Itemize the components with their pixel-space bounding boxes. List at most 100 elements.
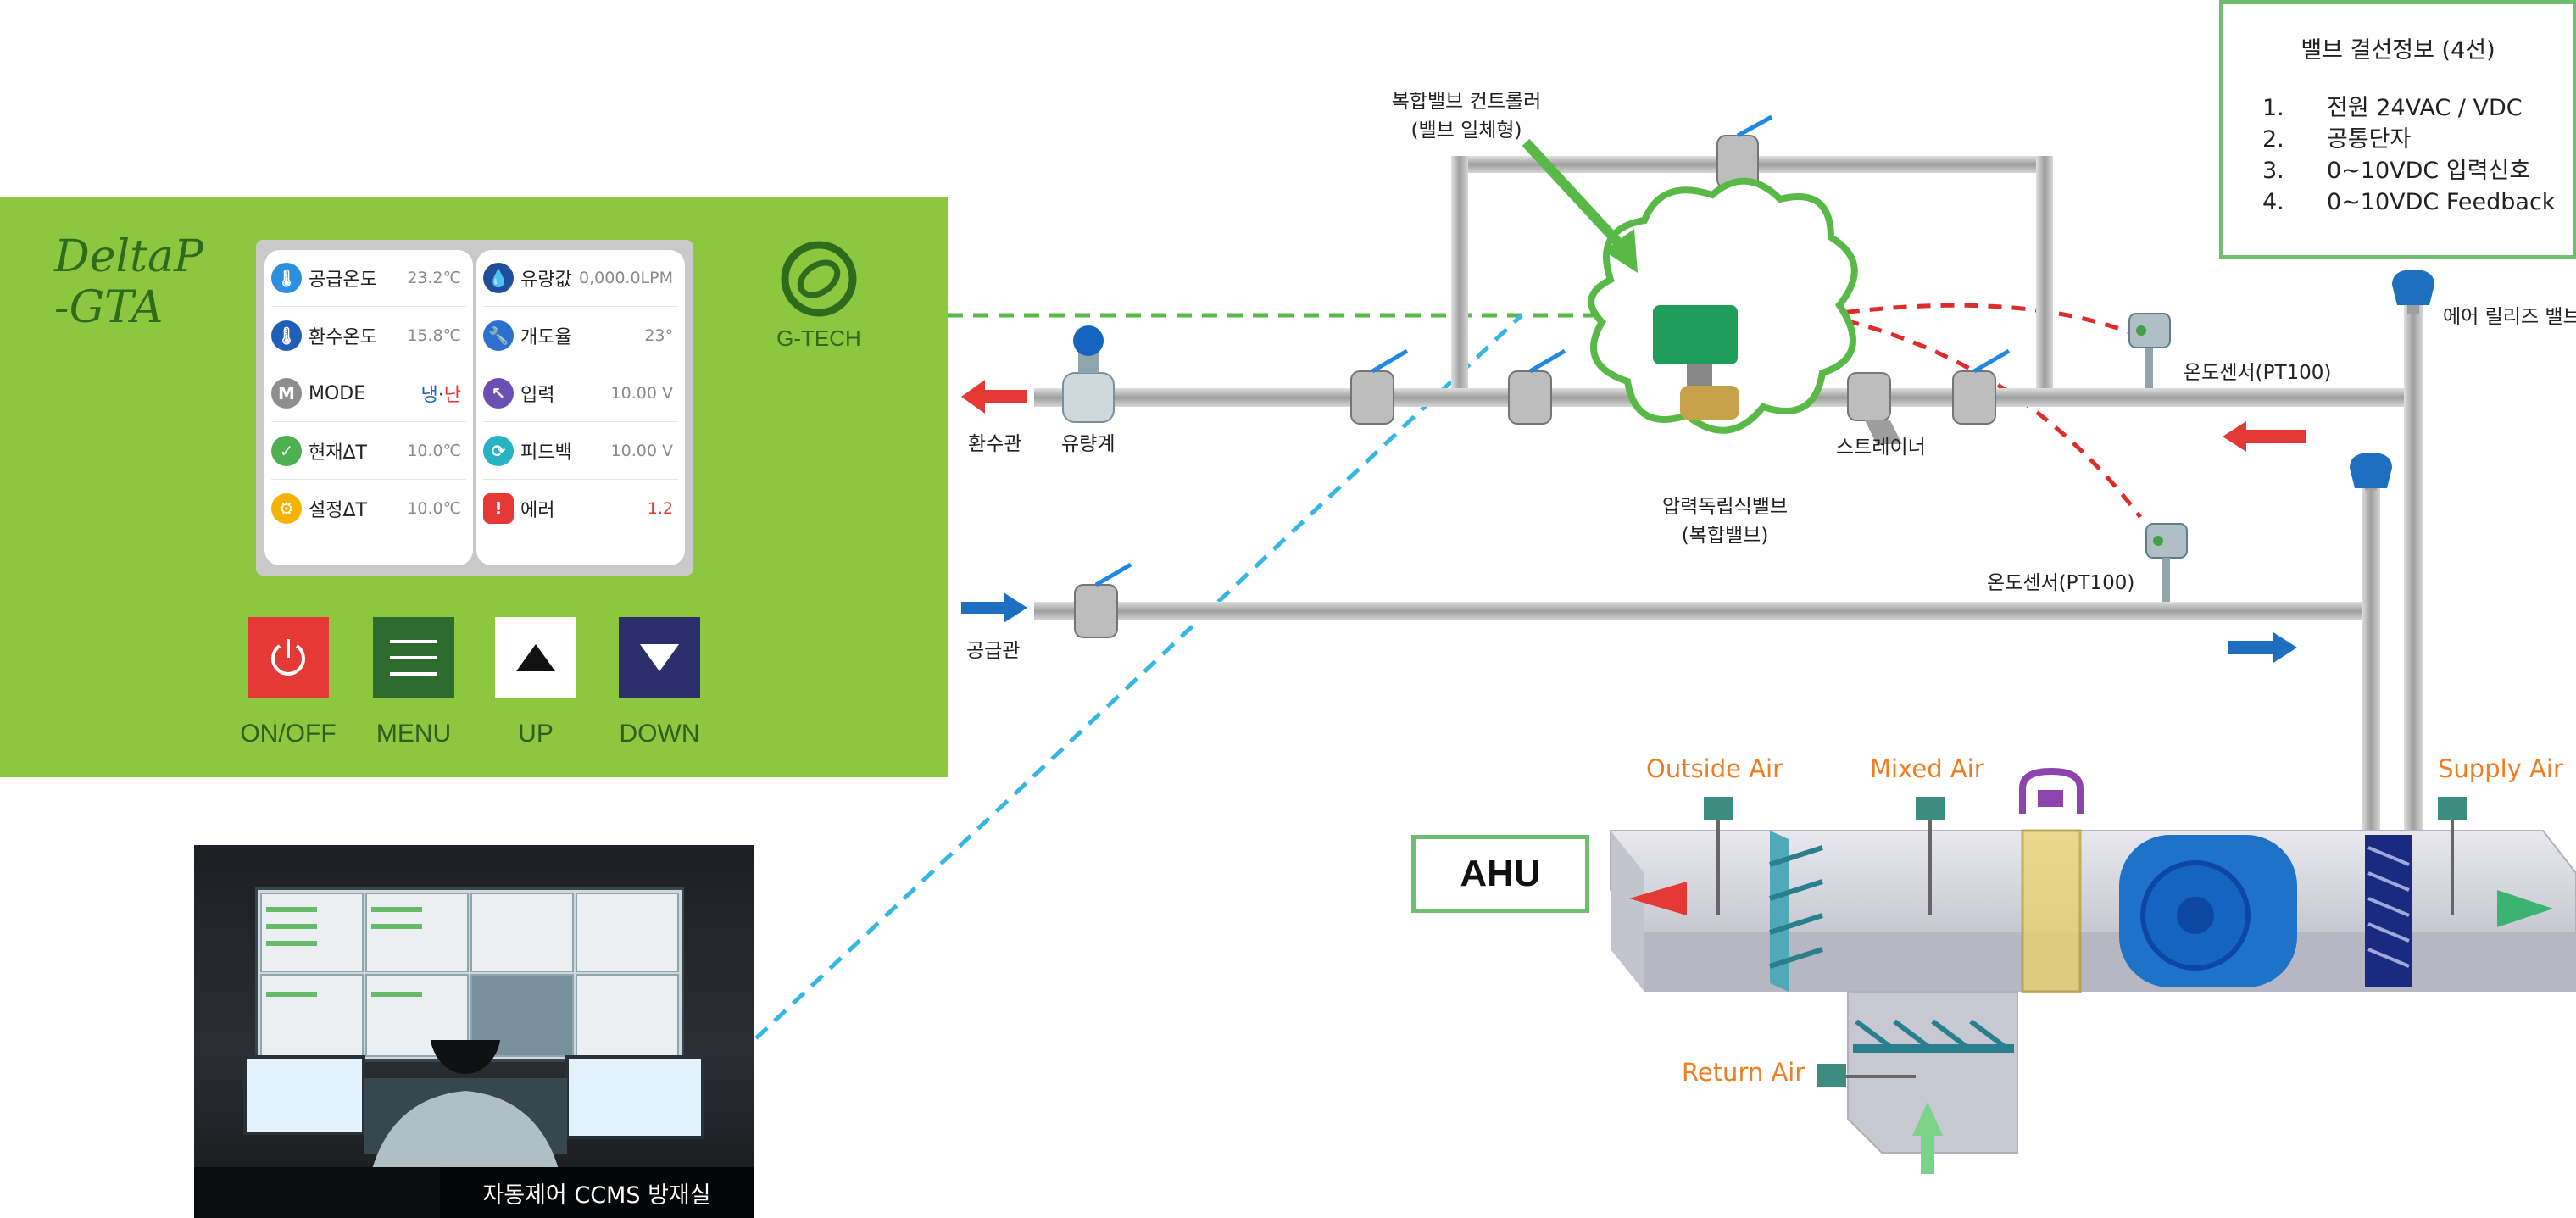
supply-pipe	[1034, 602, 2365, 620]
readout-value: 15.8℃	[407, 326, 461, 345]
valve-actuator	[1653, 305, 1738, 364]
supply-pipe-label: 공급관	[966, 640, 1021, 662]
thermometer-icon: 🌡	[271, 320, 302, 351]
photo-caption: 자동제어 CCMS 방재실	[440, 1167, 754, 1218]
wiring-info-num: 4.	[2262, 189, 2284, 215]
temp-sensor-bottom-label: 온도센서(PT100)	[1987, 572, 2135, 594]
menu-label: MENU	[376, 720, 452, 748]
up-label: UP	[518, 720, 554, 748]
ahu-label: AHU	[1411, 835, 1589, 913]
left-readout-column: 🌡 공급온도 23.2℃ 🌡 환수온도 15.8℃ M MODE 냉·난 ✓ 현…	[264, 250, 473, 565]
supply-flow-arrow-left	[961, 592, 1027, 623]
strainer-icon	[1847, 372, 1902, 444]
ball-valve-return-2	[1508, 348, 1566, 425]
air-release-label: 에어 릴리즈 밸브	[2443, 306, 2576, 328]
temp-sensor-top-icon	[2128, 313, 2171, 388]
return-flow-arrow-right	[2223, 421, 2306, 452]
right-readout-column: 💧 유량값 0,000.0LPM 🔧 개도율 23° ↖ 입력 10.00 V …	[476, 250, 685, 565]
wiring-info-item: 3.0~10VDC 입력신호	[2262, 155, 2555, 186]
gtech-logo-text: G-TECH	[776, 325, 861, 351]
return-flow-arrow-left	[961, 380, 1027, 414]
controller-callout-line-1: 복합밸브 컨트롤러	[1391, 91, 1542, 113]
controller-screen: 🌡 공급온도 23.2℃ 🌡 환수온도 15.8℃ M MODE 냉·난 ✓ 현…	[256, 240, 693, 576]
brand-name: DeltaP -GTA	[54, 231, 203, 333]
wiring-info-num: 1.	[2262, 95, 2284, 121]
signal-line-sensor-top	[1822, 303, 2137, 337]
mode-value: 냉·난	[421, 380, 462, 407]
readout-value: 10.00 V	[610, 442, 673, 460]
readout-label: MODE	[309, 382, 366, 404]
triangle-down-icon	[640, 644, 679, 671]
outside-air-label: Outside Air	[1646, 754, 1783, 783]
wiring-info-text: 공통단자	[2327, 126, 2412, 153]
signal-line-ccms	[754, 314, 1523, 1040]
flowmeter-icon	[1062, 325, 1115, 423]
return-air-arrow	[1912, 1102, 1943, 1174]
readout-opening: 🔧 개도율 23°	[483, 308, 678, 364]
controller-callout: 복합밸브 컨트롤러 (밸브 일체형)	[1390, 85, 1543, 142]
up-button[interactable]	[495, 617, 576, 698]
bypass-right-riser	[2036, 156, 2053, 393]
readout-mode: M MODE 냉·난	[271, 365, 466, 422]
drop-icon: 💧	[483, 263, 514, 293]
menu-icon	[390, 640, 437, 676]
readout-feedback: ⟳ 피드백 10.00 V	[483, 423, 678, 480]
refresh-icon: ⟳	[483, 436, 514, 466]
power-icon	[271, 639, 305, 676]
readout-value: 10.0℃	[407, 499, 461, 518]
readout-input: ↖ 입력 10.00 V	[483, 365, 678, 422]
menu-button[interactable]	[373, 617, 454, 698]
controller-panel: DeltaP -GTA 🌡 공급온도 23.2℃ 🌡 환수온도 15.8℃ M …	[0, 197, 948, 777]
readout-current-dt: ✓ 현재ΔT 10.0℃	[271, 423, 466, 480]
readout-error: ! 에러 1.2	[483, 481, 678, 537]
ball-valve-return-3	[1952, 348, 2011, 425]
wiring-info-item: 1.전원 24VAC / VDC	[2262, 92, 2555, 124]
gtech-logo-icon	[781, 241, 857, 317]
readout-return-temp: 🌡 환수온도 15.8℃	[271, 308, 466, 364]
readout-value: 23.2℃	[407, 269, 461, 287]
wiring-info-text: 0~10VDC Feedback	[2327, 189, 2556, 215]
ball-valve-return-1	[1350, 348, 1409, 425]
temp-sensor-bottom-icon	[2145, 523, 2188, 602]
wiring-info-item: 4. 0~10VDC Feedback	[2262, 186, 2555, 218]
on-off-button[interactable]	[248, 617, 329, 698]
pressure-valve-label: 압력독립식밸브 (복합밸브)	[1644, 490, 1805, 548]
wiring-info-box: 밸브 결선정보 (4선) 1.전원 24VAC / VDC 2.공통단자 3.0…	[2219, 0, 2576, 259]
down-label: DOWN	[619, 720, 700, 748]
check-icon: ✓	[271, 436, 302, 466]
triangle-up-icon	[516, 644, 555, 671]
ball-valve-bypass	[1716, 114, 1773, 189]
temp-sensor-top-label: 온도센서(PT100)	[2184, 362, 2332, 384]
readout-label: 개도율	[520, 327, 572, 348]
flowmeter-label: 유량계	[1061, 433, 1116, 455]
wrench-icon: 🔧	[483, 320, 514, 351]
mode-icon: M	[271, 378, 302, 409]
wiring-info-item: 2. 공통단자	[2262, 124, 2555, 155]
down-button[interactable]	[619, 617, 700, 698]
pressure-valve-label-line-2: (복합밸브)	[1681, 525, 1769, 547]
mixed-air-label: Mixed Air	[1870, 754, 1984, 783]
gtech-logo: G-TECH	[776, 238, 861, 352]
readout-label: 유량값	[520, 270, 572, 291]
wiring-info-num: 2.	[2262, 126, 2284, 153]
alert-icon: !	[483, 493, 514, 524]
signal-line-sensor-bottom	[1822, 313, 2142, 519]
readout-value: 10.00 V	[610, 384, 673, 403]
return-air-label: Return Air	[1682, 1058, 1805, 1087]
return-riser	[2404, 305, 2423, 992]
air-release-valve-icon-2	[2350, 453, 2392, 490]
readout-supply-temp: 🌡 공급온도 23.2℃	[271, 250, 466, 307]
thermometer-icon: 🌡	[271, 263, 302, 293]
valve-body	[1680, 386, 1739, 420]
arrow-icon: ↖	[483, 378, 514, 409]
controller-pointer-arrow	[1522, 138, 1638, 273]
mode-cool: 냉	[420, 385, 438, 406]
on-off-label: ON/OFF	[240, 720, 337, 748]
composite-valve	[1588, 177, 1858, 434]
strainer-label: 스트레이너	[1836, 437, 1926, 459]
supply-flow-arrow-right	[2228, 632, 2297, 663]
brand-line-2: -GTA	[54, 282, 164, 333]
readout-set-dt: ⚙ 설정ΔT 10.0℃	[271, 481, 466, 537]
wiring-info-list: 1.전원 24VAC / VDC 2. 공통단자 3.0~10VDC 입력신호 4…	[2262, 92, 2555, 218]
